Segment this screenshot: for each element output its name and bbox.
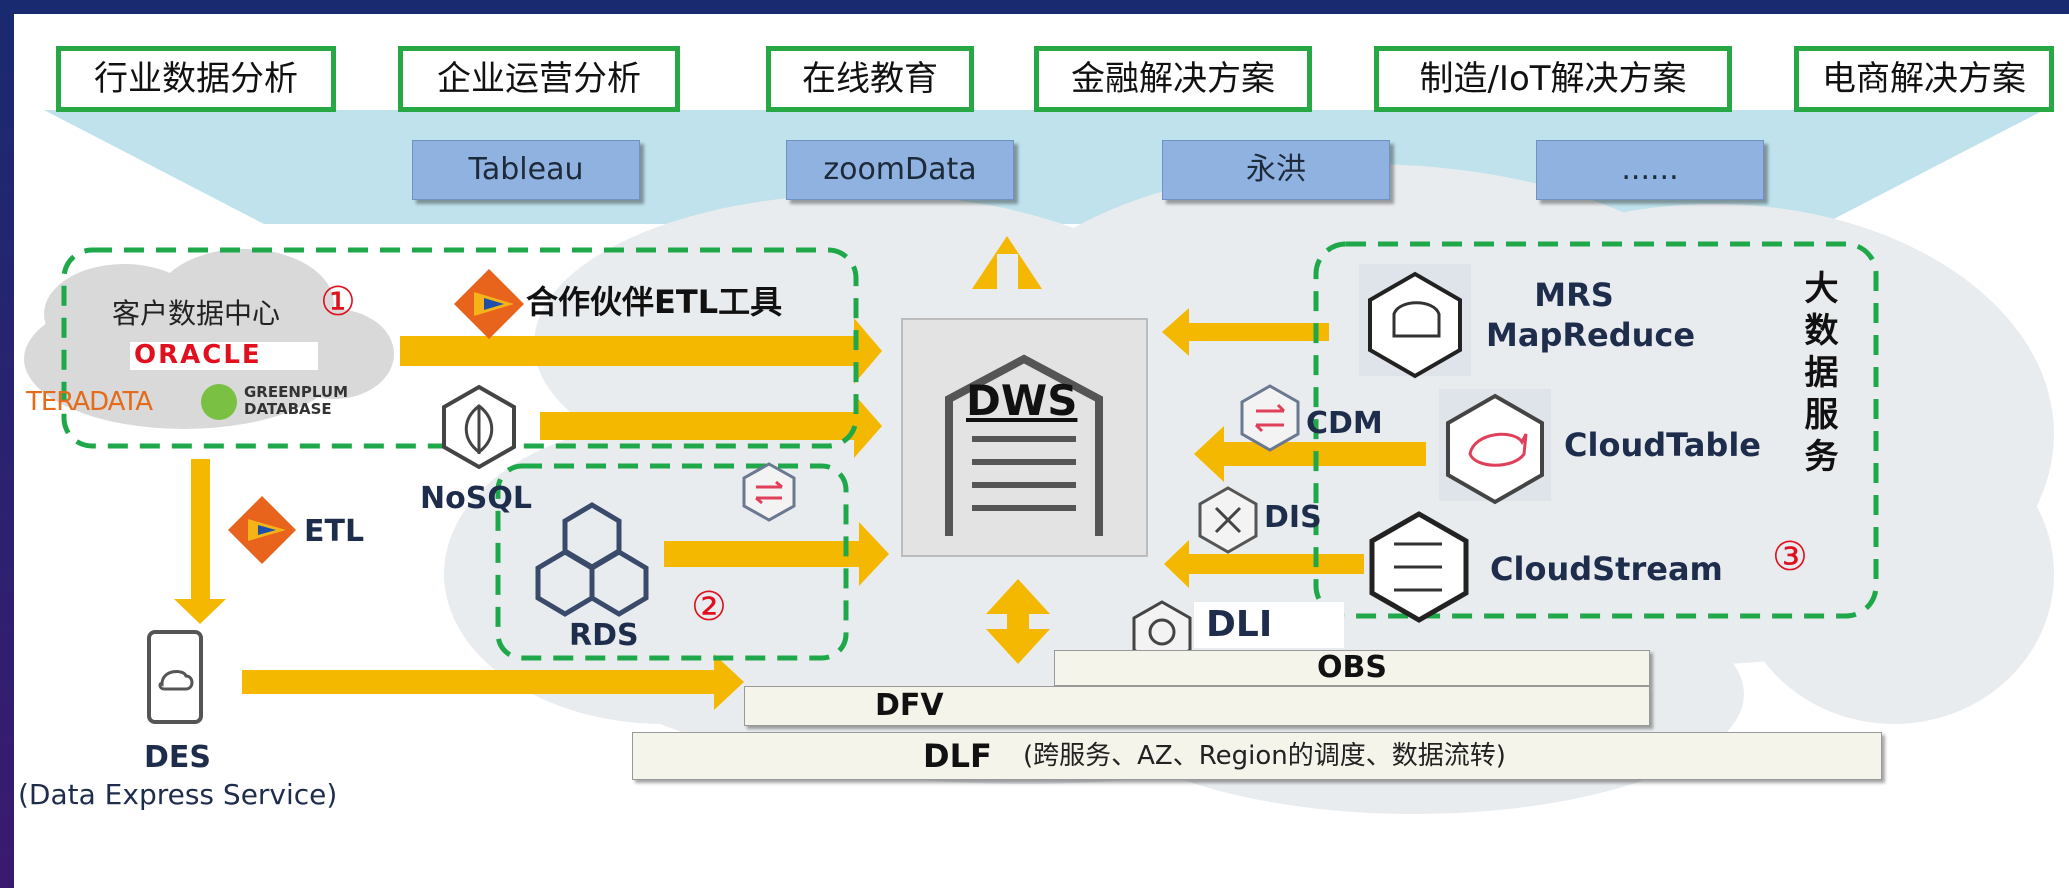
cloudtable-label: CloudTable bbox=[1564, 426, 1761, 464]
tool-zoomdata: zoomData bbox=[786, 140, 1014, 200]
dlf-description: (跨服务、AZ、Region的调度、数据流转) bbox=[1023, 741, 1506, 771]
arrows bbox=[174, 236, 1426, 710]
dfv-label: DFV bbox=[875, 688, 944, 723]
nosql-icon bbox=[442, 384, 516, 470]
rds-label: RDS bbox=[569, 618, 639, 653]
group-3-border bbox=[1313, 241, 1879, 619]
des-icon bbox=[147, 630, 203, 724]
marker-1: ① bbox=[320, 279, 356, 325]
warehouse-icon bbox=[945, 354, 1103, 536]
cloudstream-label: CloudStream bbox=[1490, 550, 1723, 588]
warehouse-lines bbox=[972, 436, 1076, 511]
arrow-cloudtable-to-dws bbox=[1194, 426, 1426, 482]
obs-label: OBS bbox=[1317, 650, 1387, 685]
dli-tag: DLI bbox=[1194, 602, 1344, 648]
cdm-icon bbox=[1240, 384, 1300, 452]
greenplum-logo-mark bbox=[201, 384, 237, 420]
cdm-label: CDM bbox=[1306, 406, 1383, 441]
app-enterprise-ops-analysis: 企业运营分析 bbox=[398, 46, 680, 112]
cloudtable-icon bbox=[1439, 389, 1551, 505]
arrow-dws-up bbox=[972, 236, 1042, 289]
app-industry-analysis: 行业数据分析 bbox=[56, 46, 336, 112]
mrs-icon bbox=[1359, 264, 1471, 379]
customer-dc-title: 客户数据中心 bbox=[112, 297, 281, 330]
etl-icon bbox=[228, 496, 296, 564]
teradata-logo: TERADATA bbox=[26, 387, 153, 417]
app-finance-solution: 金融解决方案 bbox=[1034, 46, 1312, 112]
architecture-diagram: 行业数据分析 企业运营分析 在线教育 金融解决方案 制造/IoT解决方案 电商解… bbox=[14, 14, 2069, 888]
arrow-des-to-dfv bbox=[242, 654, 744, 710]
arrow-dws-dfv-bidirectional bbox=[986, 579, 1050, 664]
rds-icon bbox=[535, 502, 649, 617]
mrs-label-line1: MRS bbox=[1534, 276, 1614, 314]
arrow-cloudstream-to-dws bbox=[1164, 540, 1364, 588]
nosql-label: NoSQL bbox=[420, 481, 532, 516]
etl-label: ETL bbox=[304, 514, 365, 549]
marker-3: ③ bbox=[1772, 534, 1808, 580]
tool-more: ...... bbox=[1536, 140, 1764, 200]
arrow-mrs-to-dws bbox=[1162, 308, 1329, 356]
mrs-label-line2: MapReduce bbox=[1486, 316, 1696, 354]
oracle-logo: ORACLE bbox=[134, 340, 262, 370]
group-2-border bbox=[495, 463, 849, 661]
cloudstream-icon bbox=[1369, 511, 1469, 623]
big-data-caption: 大数据服务 bbox=[1798, 270, 1838, 480]
marker-2: ② bbox=[691, 584, 727, 630]
app-online-education: 在线教育 bbox=[766, 46, 974, 112]
oracle-logo-bg bbox=[130, 342, 318, 370]
arrow-dc-to-des bbox=[174, 459, 226, 624]
partner-etl-label: 合作伙伴ETL工具 bbox=[526, 283, 783, 321]
des-label: DES bbox=[144, 740, 212, 775]
dis-icon bbox=[1198, 486, 1258, 554]
arrow-rds-to-dws bbox=[664, 522, 889, 586]
dfv-bar: DFV bbox=[744, 686, 1650, 726]
tool-tableau: Tableau bbox=[412, 140, 640, 200]
app-ecommerce-solution: 电商解决方案 bbox=[1794, 46, 2054, 112]
rds-sync-icon bbox=[742, 462, 796, 522]
app-manufacturing-iot-solution: 制造/IoT解决方案 bbox=[1374, 46, 1732, 112]
dli-label: DLI bbox=[1206, 604, 1273, 645]
dis-label: DIS bbox=[1264, 500, 1322, 535]
tool-yonghong: 永洪 bbox=[1162, 140, 1390, 200]
dws-label: DWS bbox=[966, 376, 1078, 425]
des-fullname: (Data Express Service) bbox=[18, 778, 338, 811]
arrow-customer-to-dws bbox=[400, 318, 882, 384]
arrow-nosql-to-dws bbox=[540, 394, 882, 458]
greenplum-logo: GREENPLUM DATABASE bbox=[244, 383, 349, 418]
dlf-bar: DLF (跨服务、AZ、Region的调度、数据流转) bbox=[632, 732, 1882, 780]
obs-bar: OBS bbox=[1054, 650, 1650, 686]
partner-etl-icon bbox=[454, 269, 524, 339]
dlf-label: DLF bbox=[923, 737, 992, 775]
